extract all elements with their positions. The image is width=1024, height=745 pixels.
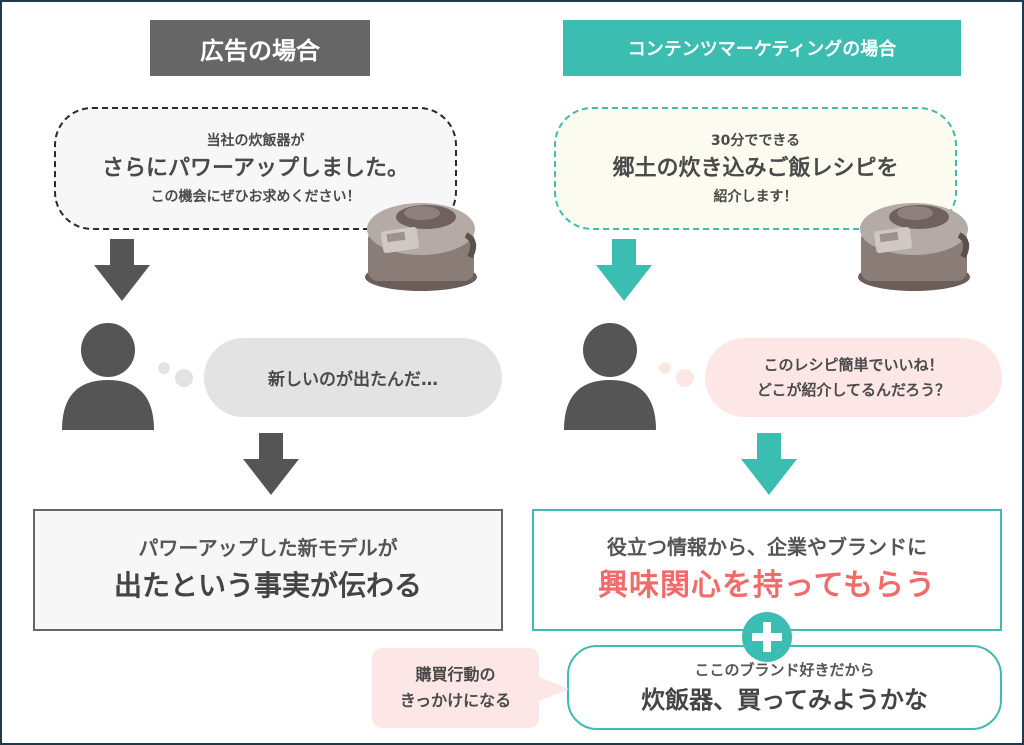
final-line2: 炊飯器、買ってみようかな xyxy=(641,685,928,714)
right-header: コンテンツマーケティングの場合 xyxy=(563,20,961,76)
right-bubble-line2: 郷土の炊き込みご飯レシピを xyxy=(612,155,899,181)
trigger-line2: きっかけになる xyxy=(399,691,512,710)
down-arrow-icon xyxy=(741,433,797,495)
trigger-note: 購買行動の きっかけになる xyxy=(372,648,539,728)
left-thought-bubble: 新しいのが出たんだ… xyxy=(204,338,502,417)
thought-dot-large xyxy=(175,369,193,387)
person-icon xyxy=(564,323,656,430)
right-result-line2: 興味関心を持ってもらう xyxy=(598,568,936,603)
thought-dot-small xyxy=(158,362,170,374)
left-header: 広告の場合 xyxy=(150,20,370,76)
right-thought-line2: どこが紹介してるんだろう？ xyxy=(756,380,951,399)
rice-cooker-icon xyxy=(858,203,970,291)
left-result-line1: パワーアップした新モデルが xyxy=(138,536,398,560)
trigger-pointer xyxy=(537,676,569,702)
right-header-label: コンテンツマーケティングの場合 xyxy=(627,39,897,60)
down-arrow-icon xyxy=(596,239,652,301)
down-arrow-icon xyxy=(243,433,299,495)
thought-dot-large xyxy=(676,369,694,387)
final-line1: ここのブランド好きだから xyxy=(694,660,875,679)
down-arrow-icon xyxy=(94,239,150,301)
right-bubble-line1: 30分でできる xyxy=(710,132,801,149)
left-bubble-line1: 当社の炊飯器が xyxy=(206,132,305,149)
right-thought-line1: このレシピ簡単でいいね！ xyxy=(763,355,944,374)
left-result-box: パワーアップした新モデルが 出たという事実が伝わる xyxy=(33,509,503,631)
plus-icon xyxy=(742,612,792,662)
person-icon xyxy=(62,323,154,430)
right-thought-bubble: このレシピ簡単でいいね！ どこが紹介してるんだろう？ xyxy=(705,338,1002,417)
left-thought-text: 新しいのが出たんだ… xyxy=(268,370,438,390)
right-result-box: 役立つ情報から、企業やブランドに 興味関心を持ってもらう xyxy=(532,509,1002,631)
right-result-line1: 役立つ情報から、企業やブランドに xyxy=(607,535,927,559)
left-bubble-line2: さらにパワーアップしました。 xyxy=(101,155,410,181)
right-bubble-line3: 紹介します！ xyxy=(713,188,798,205)
left-bubble-line3: この機会にぜひお求めください！ xyxy=(150,188,361,205)
left-result-line2: 出たという事実が伝わる xyxy=(113,569,422,602)
thought-dot-small xyxy=(659,362,671,374)
rice-cooker-icon xyxy=(365,203,477,291)
trigger-line1: 購買行動の xyxy=(415,665,496,684)
left-header-label: 広告の場合 xyxy=(200,36,320,65)
